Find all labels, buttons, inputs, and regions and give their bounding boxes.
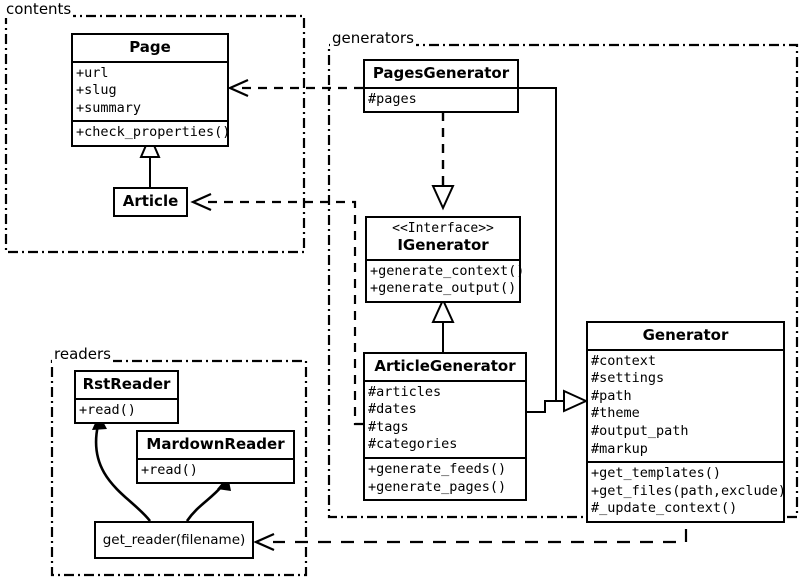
class-igenerator[interactable]: <<Interface>> IGenerator +generate_conte… (365, 216, 525, 303)
package-label-readers: readers (52, 345, 113, 363)
class-articlegenerator-operations: +generate_feeds() +generate_pages() (365, 456, 525, 499)
class-mardownreader-operations: +read() (138, 457, 293, 483)
class-page-attributes: +url +slug +summary (73, 60, 227, 121)
arrowhead-realization-igenerator (431, 185, 455, 211)
attribute: +url (76, 64, 109, 81)
attribute: +slug (76, 82, 117, 99)
operation: +generate_feeds() (368, 460, 507, 477)
class-igenerator-stereotype: <<Interface>> (392, 221, 494, 236)
arrowhead-dependency-getreader (253, 532, 275, 552)
class-igenerator-name: <<Interface>> IGenerator (367, 218, 519, 259)
class-rstreader-operations: +read() (76, 397, 177, 423)
function-get-reader[interactable]: get_reader(filename) (94, 521, 254, 559)
edge-getreader-to-mardownreader (185, 485, 223, 522)
package-label-generators: generators (330, 29, 416, 47)
attribute: +summary (76, 99, 142, 116)
operation: +generate_pages() (368, 478, 507, 495)
class-pagesgenerator-attributes: #pages (365, 86, 517, 112)
class-rstreader[interactable]: RstReader +read() (74, 370, 179, 425)
class-mardownreader[interactable]: MardownReader +read() (136, 430, 295, 485)
arrowhead-generalization-igenerator (431, 297, 455, 323)
arrowhead-dependency-article (190, 192, 212, 212)
class-articlegenerator[interactable]: ArticleGenerator #articles #dates #tags … (363, 352, 527, 502)
edge-articlegenerator-to-generator (527, 400, 564, 413)
class-pagesgenerator[interactable]: PagesGenerator #pages (363, 59, 519, 114)
attribute: #categories (368, 436, 458, 453)
class-article[interactable]: Article (113, 187, 188, 217)
attribute: #settings (591, 370, 665, 387)
class-articlegenerator-attributes: #articles #dates #tags #categories (365, 379, 525, 457)
operation: +generate_output() (370, 280, 517, 297)
class-generator-attributes: #context #settings #path #theme #output_… (588, 348, 783, 461)
attribute: #theme (591, 405, 640, 422)
package-label-contents: contents (4, 0, 74, 18)
edge-articlegenerator-to-article (203, 200, 363, 426)
operation: +get_templates() (591, 465, 722, 482)
class-rstreader-name: RstReader (82, 375, 171, 393)
operation: +check_properties() (76, 124, 231, 141)
attribute: #pages (368, 90, 417, 107)
attribute: #markup (591, 440, 648, 457)
operation: +read() (141, 461, 198, 478)
class-igenerator-operations: +generate_context() +generate_output() (367, 258, 525, 301)
class-page-operations: +check_properties() (73, 120, 231, 145)
class-pagesgenerator-name: PagesGenerator (372, 64, 510, 82)
operation: #_update_context() (591, 500, 738, 517)
class-mardownreader-name: MardownReader (146, 435, 285, 453)
class-articlegenerator-name: ArticleGenerator (374, 357, 516, 375)
class-generator[interactable]: Generator #context #settings #path #them… (586, 321, 787, 523)
attribute: #tags (368, 418, 409, 435)
attribute: #output_path (591, 422, 689, 439)
class-generator-operations: +get_templates() +get_files(path,exclude… (588, 461, 787, 521)
arrowhead-dependency-page (227, 78, 249, 98)
operation: +get_files(path,exclude) (591, 482, 787, 499)
attribute: #dates (368, 401, 417, 418)
operation: +read() (79, 401, 136, 418)
class-igenerator-label: IGenerator (397, 235, 489, 254)
class-page[interactable]: Page +url +slug +summary +check_properti… (71, 33, 231, 147)
attribute: #context (591, 352, 657, 369)
attribute: #path (591, 387, 632, 404)
arrowhead-generalization-generator (563, 389, 589, 413)
class-article-name: Article (122, 192, 179, 210)
function-get-reader-label: get_reader(filename) (102, 532, 246, 548)
class-generator-name: Generator (642, 326, 729, 344)
attribute: #articles (368, 383, 442, 400)
class-page-name: Page (129, 38, 171, 56)
operation: +generate_context() (370, 262, 525, 279)
